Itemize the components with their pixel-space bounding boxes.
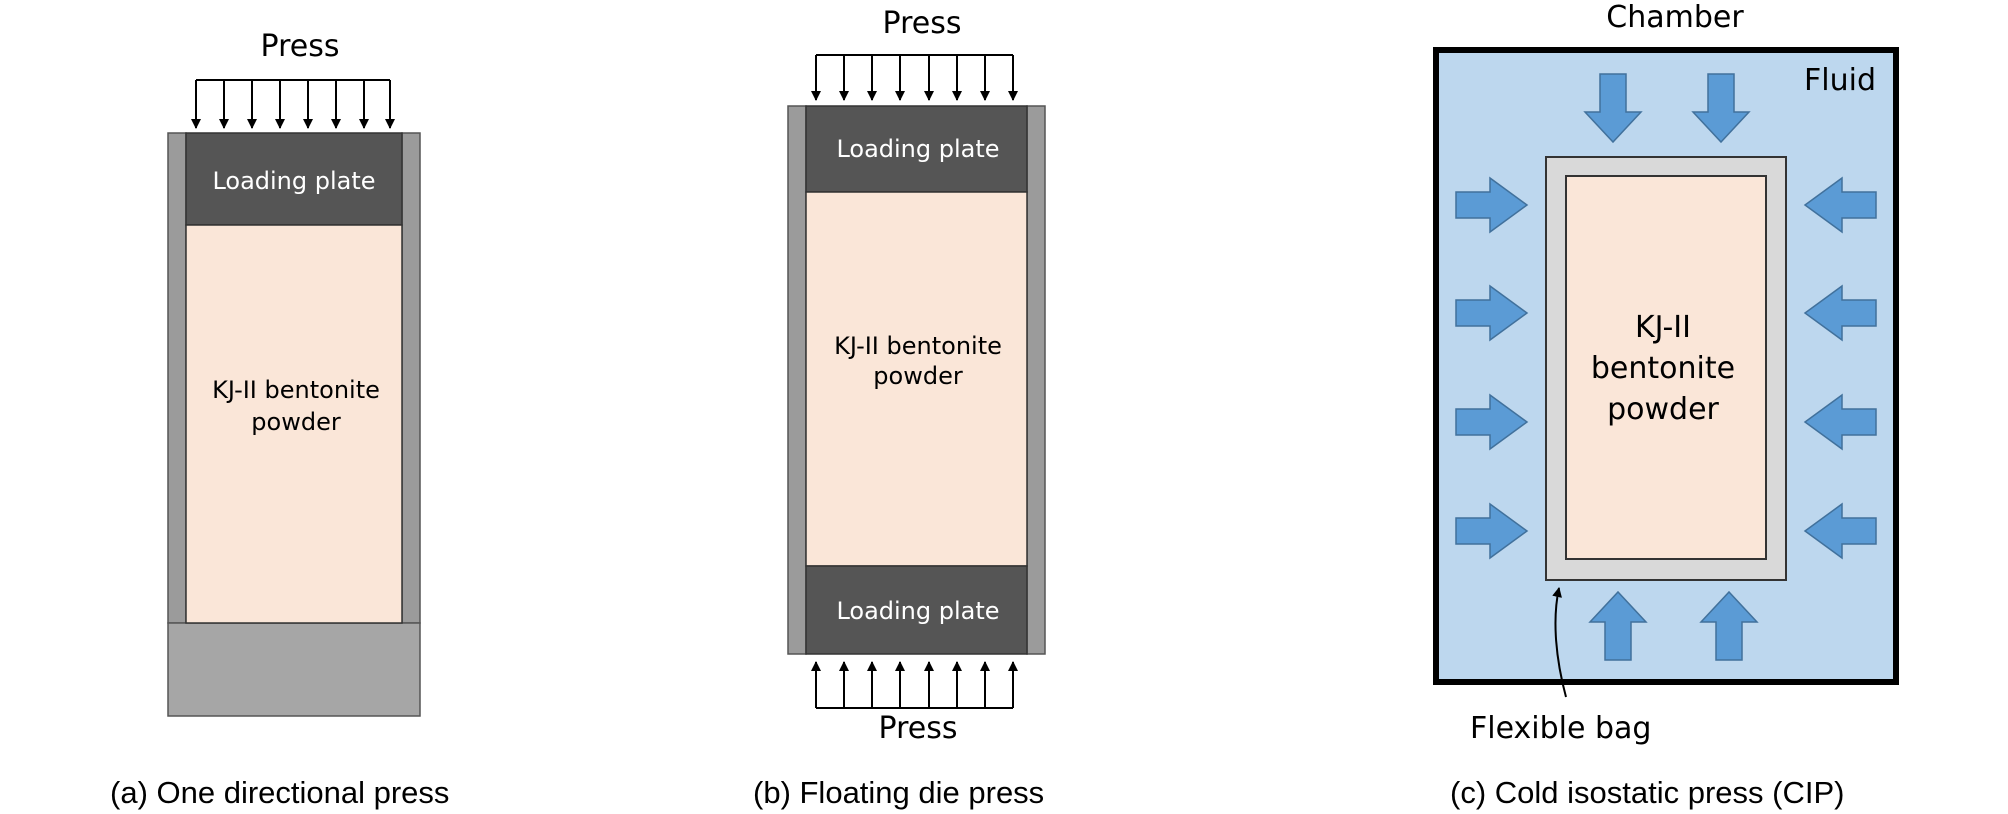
powder-label-line1: KJ-II bentonite [212,376,380,404]
arrow-left [1803,284,1877,342]
arrow-left [1803,176,1877,234]
arrow-up [1588,590,1648,661]
die-wall-left [167,132,187,624]
die-wall-left [787,105,807,655]
flexible-bag-label: Flexible bag [1470,711,1651,746]
arrow-left [1803,502,1877,560]
die-base [167,622,421,717]
press-arrows-top [811,54,1018,101]
panel-floating-die-press: Press Loading plate KJ-II bentonite powd… [753,6,1046,810]
loading-plate-top-label: Loading plate [836,135,999,163]
loading-plate-bottom-label: Loading plate [836,597,999,625]
powder-label-line1: KJ-II bentonite [834,332,1002,360]
arrow-left [1803,393,1877,451]
loading-plate [185,132,403,226]
powder-label-line2: bentonite [1591,351,1735,386]
panel-one-directional-press: Press Loading plate KJ-II bentonite powd… [110,29,449,810]
arrow-right [1455,176,1529,234]
fluid-label: Fluid [1804,63,1876,98]
caption-a: (a) One directional press [110,775,449,810]
panel-cold-isostatic-press: Chamber Fluid KJ-II bentonite powder [1433,0,1899,810]
powder-label-line3: powder [1607,392,1719,427]
powder-region [1565,175,1767,560]
loading-plate-label: Loading plate [212,167,375,195]
bag-pointer [1552,587,1567,698]
arrow-right [1455,284,1529,342]
pressure-arrows [1455,73,1877,661]
caption-c: (c) Cold isostatic press (CIP) [1450,775,1844,810]
arrow-up [1699,590,1759,661]
arrow-down [1583,73,1643,144]
arrow-right [1455,393,1529,451]
caption-b: (b) Floating die press [753,775,1044,810]
chamber-label: Chamber [1606,0,1744,35]
press-label: Press [261,29,340,64]
powder-label-line2: powder [251,408,341,436]
powder-label-line2: powder [873,362,963,390]
die-wall-right [1026,105,1046,655]
arrow-down [1691,73,1751,144]
press-arrows-bottom [811,661,1018,709]
press-top-label: Press [883,6,962,41]
press-arrows [191,79,395,129]
powder-label-line1: KJ-II [1635,310,1691,345]
powder-region [185,224,403,624]
loading-plate-top [805,105,1028,193]
arrow-right [1455,502,1529,560]
die-wall-right [401,132,421,624]
powder-region [805,191,1028,567]
loading-plate-bottom [805,565,1028,655]
press-bottom-label: Press [879,711,958,746]
